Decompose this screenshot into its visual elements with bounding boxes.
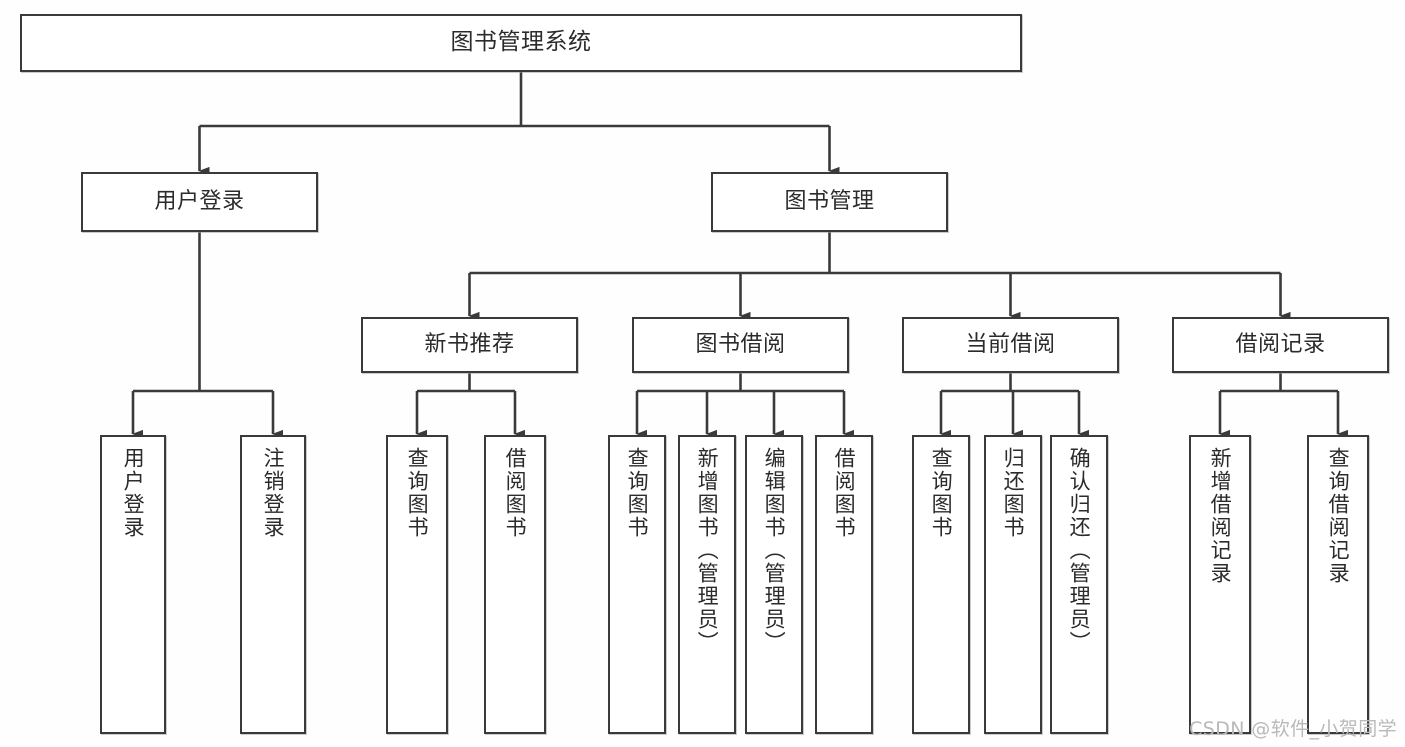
- node-leaf-l-bw-borrow-label: 借阅图书: [832, 447, 857, 539]
- csdn-watermark: CSDN @软件_小贺同学: [1189, 718, 1397, 740]
- node-group-g-record-label: 借阅记录: [1235, 331, 1326, 357]
- node-leaf-l-nb-search-label: 查询图书: [405, 447, 430, 539]
- node-leaf-l-bw-edit-label: 编辑图书（管理员）: [762, 447, 787, 654]
- node-group-g-current-label: 当前借阅: [965, 331, 1056, 357]
- node-group-g-book-manage-label: 图书管理: [784, 188, 875, 214]
- node-leaf-l-bw-add[interactable]: 新增图书（管理员）: [678, 435, 736, 734]
- node-leaf-l-cur-confirm[interactable]: 确认归还（管理员）: [1050, 435, 1108, 734]
- node-leaf-l-cur-confirm-label: 确认归还（管理员）: [1067, 447, 1092, 654]
- node-root-root[interactable]: 图书管理系统: [20, 14, 1022, 72]
- node-leaf-l-nb-search[interactable]: 查询图书: [386, 435, 448, 734]
- node-group-g-borrow-label: 图书借阅: [695, 331, 786, 357]
- node-group-g-record[interactable]: 借阅记录: [1172, 317, 1389, 373]
- node-root-root-label: 图书管理系统: [450, 29, 592, 56]
- node-leaf-l-nb-borrow[interactable]: 借阅图书: [484, 435, 546, 734]
- node-leaf-l-bw-search[interactable]: 查询图书: [608, 435, 666, 734]
- node-leaf-l-cur-search[interactable]: 查询图书: [912, 435, 970, 734]
- node-group-g-new-book[interactable]: 新书推荐: [361, 317, 578, 373]
- node-group-g-current[interactable]: 当前借阅: [902, 317, 1119, 373]
- node-leaf-l-bw-add-label: 新增图书（管理员）: [695, 447, 720, 654]
- node-leaf-l-user-logout[interactable]: 注销登录: [240, 435, 306, 734]
- node-leaf-l-cur-return[interactable]: 归还图书: [984, 435, 1042, 734]
- node-leaf-l-rec-search[interactable]: 查询借阅记录: [1307, 435, 1369, 734]
- node-leaf-l-bw-search-label: 查询图书: [625, 447, 650, 539]
- node-leaf-l-rec-add[interactable]: 新增借阅记录: [1189, 435, 1251, 734]
- node-leaf-l-cur-return-label: 归还图书: [1001, 447, 1026, 539]
- node-group-g-book-manage[interactable]: 图书管理: [711, 172, 948, 232]
- node-leaf-l-cur-search-label: 查询图书: [929, 447, 954, 539]
- node-leaf-l-bw-edit[interactable]: 编辑图书（管理员）: [745, 435, 803, 734]
- node-leaf-l-rec-search-label: 查询借阅记录: [1326, 447, 1351, 585]
- node-leaf-l-nb-borrow-label: 借阅图书: [503, 447, 528, 539]
- node-leaf-l-bw-borrow[interactable]: 借阅图书: [815, 435, 873, 734]
- node-leaf-l-user-login[interactable]: 用户登录: [100, 435, 166, 734]
- node-group-g-user-login[interactable]: 用户登录: [81, 172, 318, 232]
- node-leaf-l-user-logout-label: 注销登录: [261, 447, 286, 539]
- node-group-g-user-login-label: 用户登录: [154, 188, 245, 214]
- node-leaf-l-user-login-label: 用户登录: [121, 447, 146, 539]
- node-leaf-l-rec-add-label: 新增借阅记录: [1208, 447, 1233, 585]
- node-group-g-new-book-label: 新书推荐: [424, 331, 515, 357]
- node-group-g-borrow[interactable]: 图书借阅: [632, 317, 849, 373]
